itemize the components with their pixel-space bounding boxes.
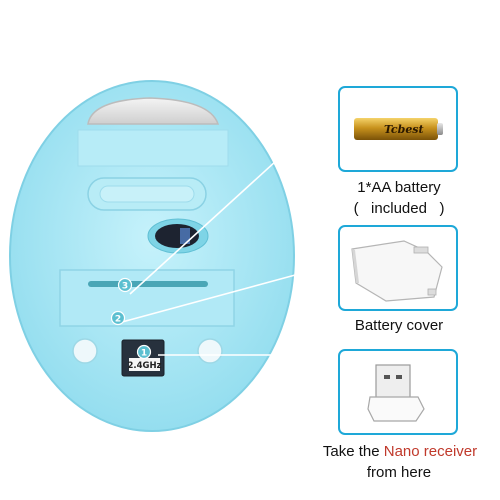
sensor-glint (180, 228, 190, 244)
battery-cover-piece (351, 240, 443, 302)
power-switch-knob (99, 185, 195, 203)
callout-badge-2 (110, 310, 126, 326)
receiver-housing (367, 396, 425, 422)
callout-number-3: 3 (122, 282, 128, 292)
callout-badge-3 (117, 277, 133, 293)
receiver-caption-line2: from here (366, 464, 432, 481)
battery-panel: Tcbest (338, 86, 458, 172)
battery-cover-edge (352, 249, 359, 283)
battery-terminal (437, 123, 443, 135)
sensor-lens (155, 224, 199, 248)
battery-cover-panel (338, 225, 458, 311)
battery-cover-illustration (351, 240, 443, 302)
battery-body (354, 118, 438, 140)
callout-number-1: 1 (141, 349, 147, 359)
receiver-connector (375, 364, 411, 400)
battery-illustration: Tcbest (354, 118, 443, 140)
receiver-caption-highlight: Nano receiver (383, 443, 478, 460)
battery-brand: Tcbest (384, 123, 424, 136)
battery-caption-line1: 1*AA battery (357, 179, 441, 196)
battery-compartment (59, 269, 235, 327)
battery-cover-tab (413, 246, 429, 254)
battery-cover-notch (427, 288, 437, 296)
mouse-foot-right (197, 338, 223, 364)
mouse-foot-left (72, 338, 98, 364)
receiver-caption-line1: Take the Nano receiver (300, 443, 500, 461)
callout-number-2: 2 (115, 315, 121, 325)
battery-cover-caption: Battery cover (354, 317, 444, 334)
battery-slot-bar (88, 281, 208, 287)
receiver-panel (338, 349, 458, 435)
battery-caption-line2: ( included ) (353, 200, 445, 217)
mouse-top-cap (87, 97, 220, 125)
receiver-caption-pre: Take the (322, 443, 384, 460)
receiver-pin-left (384, 375, 390, 379)
receiver-illustration (367, 364, 425, 422)
receiver-label-plate (129, 358, 160, 371)
callout-line-2 (121, 264, 333, 323)
receiver-pin-right (396, 375, 402, 379)
callout-badge-1 (136, 344, 152, 360)
callout-line-3 (129, 109, 333, 295)
frequency-label: 2.4GHz (127, 361, 161, 371)
upper-panel (77, 129, 229, 167)
